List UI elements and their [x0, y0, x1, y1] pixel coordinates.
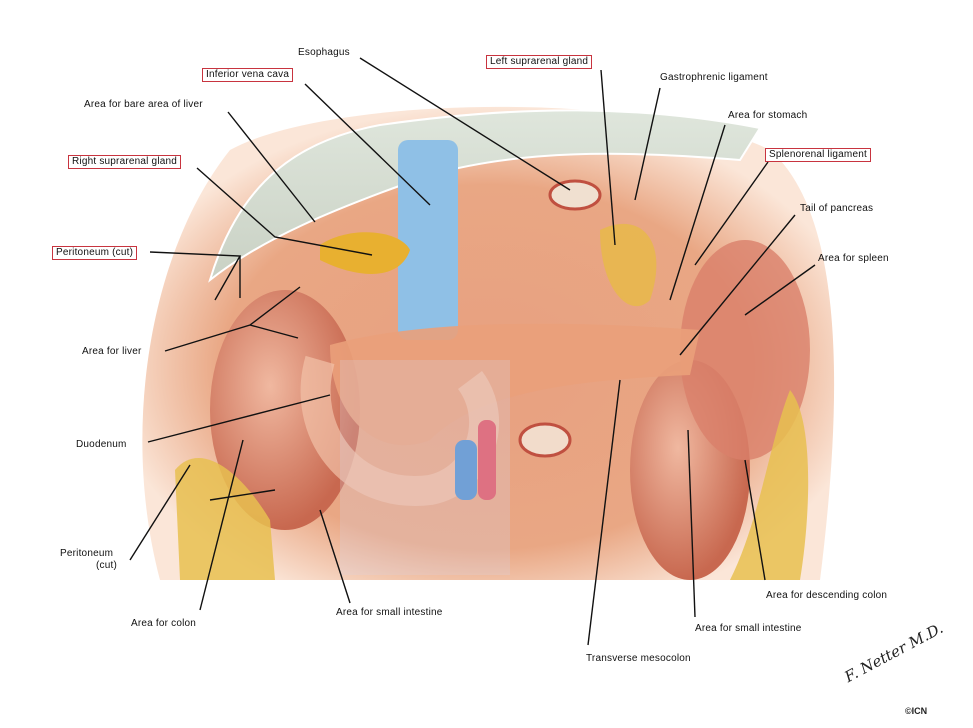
label-area-for-small-intestine-right: Area for small intestine [695, 623, 802, 634]
lower-bands [340, 360, 510, 575]
label-area-for-stomach: Area for stomach [728, 110, 808, 121]
label-left-suprarenal-gland: Left suprarenal gland [486, 55, 593, 69]
label-transverse-mesocolon: Transverse mesocolon [586, 653, 691, 664]
label-area-for-small-intestine-left: Area for small intestine [336, 607, 443, 618]
label-peritoneum-cut-bottom-suffix: (cut) [96, 560, 117, 571]
label-right-suprarenal-gland: Right suprarenal gland [68, 155, 182, 169]
spleen-area [680, 240, 810, 460]
label-esophagus: Esophagus [298, 47, 350, 58]
label-splenorenal-ligament: Splenorenal ligament [765, 148, 871, 162]
label-duodenum: Duodenum [76, 439, 127, 450]
bowel-stump [518, 422, 572, 458]
label-area-for-descending-colon: Area for descending colon [766, 590, 888, 601]
diaphragm [208, 109, 762, 283]
pancreas [330, 323, 700, 446]
right-colon-fat [175, 458, 275, 580]
right-kidney [210, 290, 360, 530]
label-peritoneum-cut-top: Peritoneum (cut) [52, 246, 138, 260]
label-gastrophrenic-ligament: Gastrophrenic ligament [660, 72, 768, 83]
label-peritoneum-cut-bottom: Peritoneum [60, 548, 114, 559]
left-colon-fat [730, 390, 809, 580]
leader-lines [129, 57, 816, 646]
label-inferior-vena-cava: Inferior vena cava [202, 68, 294, 82]
label-tail-of-pancreas: Tail of pancreas [800, 203, 874, 214]
vein-stump [455, 440, 477, 500]
label-area-for-spleen: Area for spleen [818, 253, 889, 264]
inferior-vena-cava-vessel [398, 140, 458, 340]
aorta-stump [478, 420, 496, 500]
label-area-for-liver: Area for liver [82, 346, 142, 357]
left-suprarenal [600, 223, 657, 307]
esophagus-stump [548, 179, 602, 211]
label-bare-area-of-liver: Area for bare area of liver [84, 99, 203, 110]
label-area-for-colon: Area for colon [131, 618, 197, 629]
copyright-icn: ©ICN [905, 706, 928, 716]
